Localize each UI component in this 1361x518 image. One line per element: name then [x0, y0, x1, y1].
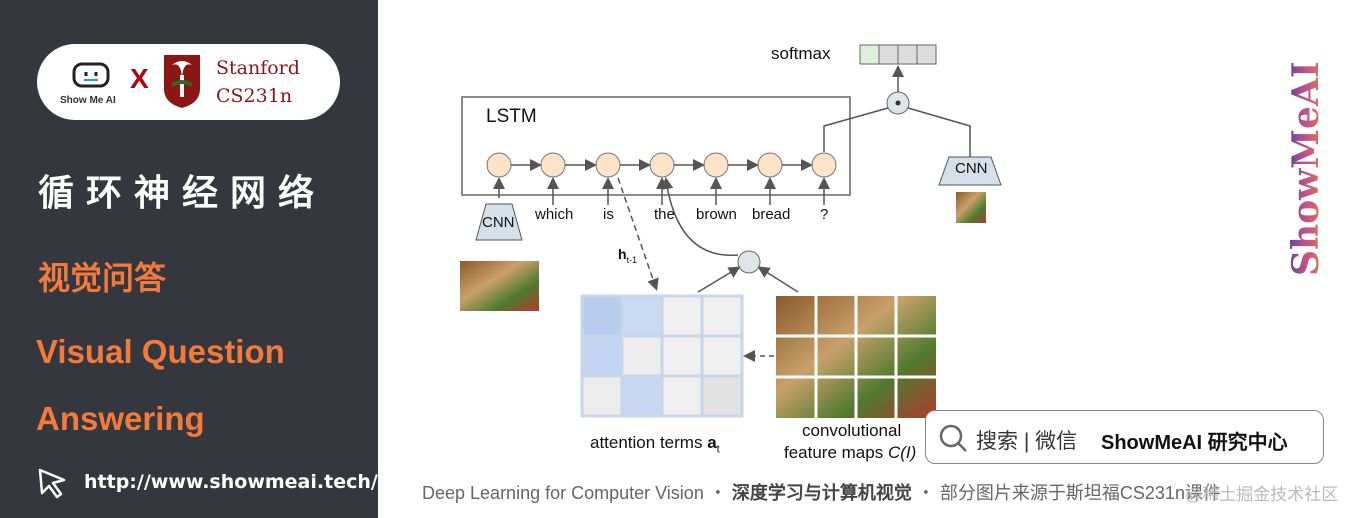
word-bread: bread	[752, 206, 791, 223]
vqa-diagram	[460, 44, 1002, 418]
search-brand: ShowMeAI 研究中心	[1101, 432, 1288, 454]
svg-text:ShowMeAI: ShowMeAI	[1288, 61, 1327, 276]
wechat-search-box[interactable]: 搜索 | 微信 ShowMeAI 研究中心	[925, 410, 1324, 464]
attention-terms-label: attention terms at	[590, 433, 720, 456]
sidebar: Show Me AI X Stanford CS231n 循环神经网络 视觉问答…	[0, 0, 378, 518]
website-link[interactable]: http://www.showmeai.tech/	[84, 471, 378, 493]
showmeai-vertical-logo: ShowMeAI	[1288, 61, 1327, 276]
softmax-label: softmax	[771, 44, 831, 63]
word-the: the	[654, 206, 675, 223]
search-prefix: 搜索 | 微信	[976, 430, 1078, 453]
conv-label-line2: feature maps C(I)	[784, 443, 917, 462]
word-is: is	[603, 206, 614, 223]
cnn-left-block	[475, 203, 523, 241]
hidden-state-label: ht-1	[618, 246, 638, 265]
cnn-right-block	[938, 156, 1002, 186]
word-which: which	[535, 206, 574, 223]
cursor-icon	[38, 468, 66, 499]
section-title: 循环神经网络	[38, 172, 327, 213]
feature-maps-grid	[776, 296, 936, 418]
course-label: CS231n	[216, 85, 293, 107]
robot-icon	[72, 62, 110, 88]
stanford-label: Stanford	[216, 57, 300, 79]
lstm-label: LSTM	[486, 106, 537, 127]
input-image-right	[956, 192, 986, 223]
conv-label-line1: convolutional	[802, 421, 902, 440]
softmax-output	[859, 44, 937, 65]
footer-source: 部分图片来源于斯坦福CS231n课件	[939, 483, 1221, 503]
footer: Deep Learning for Computer Vision ・ 深度学习…	[422, 483, 1221, 503]
attention-combine-node	[737, 250, 761, 274]
attention-grid	[580, 294, 744, 418]
footer-course: Deep Learning for Computer Vision	[422, 483, 704, 503]
stanford-shield-icon	[164, 55, 200, 108]
showmeai-logo-text: Show Me AI	[60, 95, 116, 106]
cnn-right-label: CNN	[955, 160, 988, 177]
word-question: ?	[820, 206, 829, 223]
collab-x: X	[130, 63, 149, 94]
word-brown: brown	[696, 206, 737, 223]
search-icon	[939, 424, 967, 452]
topic-title-cn: 视觉问答	[38, 260, 167, 296]
topic-title-en-line2: Answering	[36, 400, 205, 437]
input-image-left	[460, 261, 539, 311]
cnn-left-label: CNN	[482, 214, 515, 231]
footer-course-cn: 深度学习与计算机视觉	[731, 483, 912, 503]
watermark: @稀土掘金技术社区	[1185, 485, 1339, 504]
topic-title-en-line1: Visual Question	[36, 333, 285, 370]
